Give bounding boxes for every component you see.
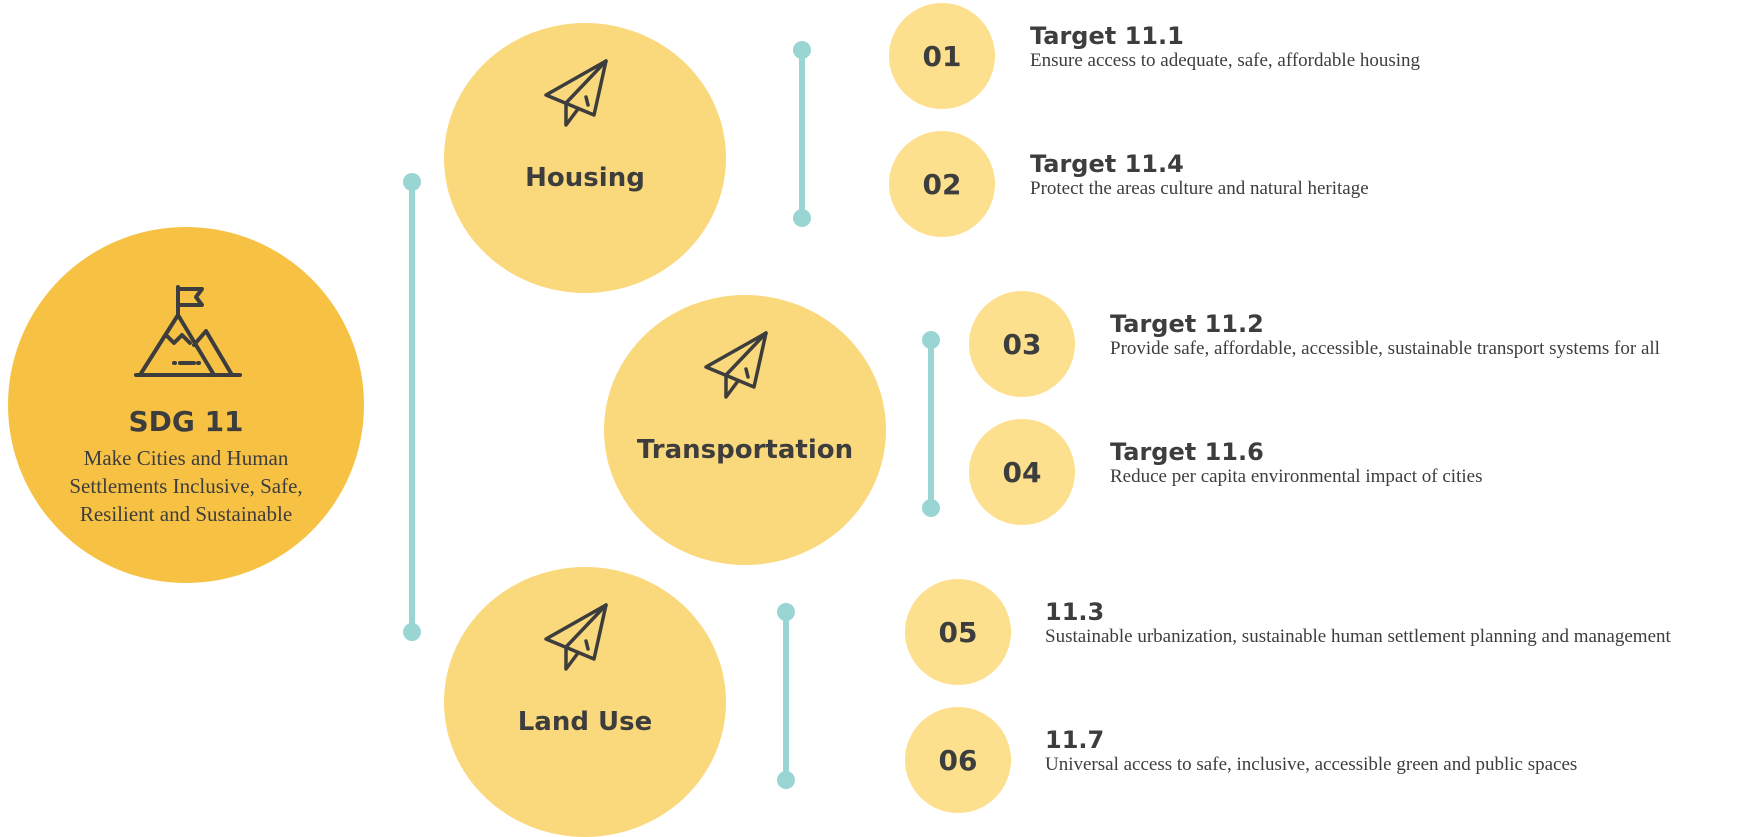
connector-dot (403, 173, 421, 191)
transportation-connector-line (928, 340, 934, 508)
sdg-description: Make Cities and Human Settlements Inclus… (69, 446, 303, 526)
connector-dot (403, 623, 421, 641)
main-connector-line (409, 182, 415, 632)
target-title: Target 11.4 (1030, 150, 1184, 178)
category-title: Transportation (636, 435, 854, 465)
target-description: Sustainable urbanization, sustainable hu… (1045, 626, 1671, 647)
connector-dot (922, 331, 940, 349)
sdg-title: SDG 11 (128, 405, 244, 438)
mountain-flag-icon (134, 285, 242, 377)
connector-dot (793, 209, 811, 227)
category-title: Housing (525, 163, 645, 193)
sdg-main-circle: SDG 11 Make Cities and Human Settlements… (8, 227, 364, 583)
category-housing: Housing (444, 23, 726, 293)
target-number-badge: 02 (889, 131, 995, 237)
target-item: 11.7 Universal access to safe, inclusive… (1045, 726, 1577, 776)
category-transportation: Transportation (604, 295, 886, 565)
target-item: Target 11.2 Provide safe, affordable, ac… (1110, 310, 1660, 360)
target-title: 11.3 (1045, 598, 1105, 626)
target-item: Target 11.6 Reduce per capita environmen… (1110, 438, 1482, 488)
target-description: Reduce per capita environmental impact o… (1110, 466, 1483, 487)
target-number-badge: 06 (905, 707, 1011, 813)
paper-plane-icon (544, 59, 608, 127)
target-description: Universal access to safe, inclusive, acc… (1045, 754, 1578, 775)
target-item: Target 11.4 Protect the areas culture an… (1030, 150, 1369, 200)
paper-plane-icon (544, 603, 608, 671)
land-use-connector-line (783, 612, 789, 780)
target-title: Target 11.2 (1110, 310, 1264, 338)
connector-dot (922, 499, 940, 517)
target-number-badge: 04 (969, 419, 1075, 525)
housing-connector-line (799, 50, 805, 218)
target-item: Target 11.1 Ensure access to adequate, s… (1030, 22, 1420, 72)
category-title: Land Use (517, 707, 653, 737)
target-description: Protect the areas culture and natural he… (1030, 178, 1369, 199)
target-number-badge: 01 (889, 3, 995, 109)
target-number-badge: 05 (905, 579, 1011, 685)
connector-dot (777, 603, 795, 621)
connector-dot (777, 771, 795, 789)
target-number-badge: 03 (969, 291, 1075, 397)
category-land-use: Land Use (444, 567, 726, 837)
target-title: Target 11.1 (1030, 22, 1184, 50)
connector-dot (793, 41, 811, 59)
target-item: 11.3 Sustainable urbanization, sustainab… (1045, 598, 1671, 648)
target-title: Target 11.6 (1110, 438, 1264, 466)
target-description: Provide safe, affordable, accessible, su… (1110, 338, 1660, 359)
target-description: Ensure access to adequate, safe, afforda… (1030, 50, 1421, 71)
paper-plane-icon (704, 331, 768, 399)
target-title: 11.7 (1045, 726, 1105, 754)
